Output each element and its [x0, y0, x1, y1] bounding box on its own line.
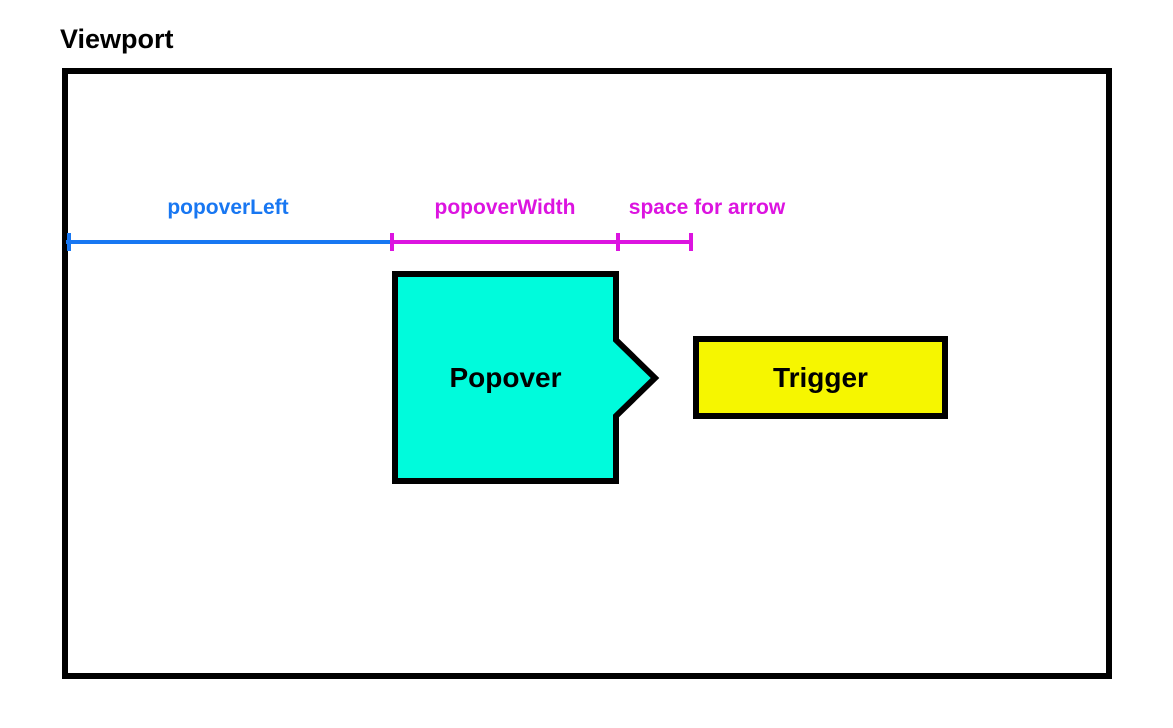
popover-width-measure-line	[392, 240, 618, 244]
space-for-arrow-end-tick	[689, 233, 693, 251]
popover-left-measure-line	[66, 240, 392, 244]
popover-shape	[392, 271, 660, 484]
space-for-arrow-measure-label: space for arrow	[628, 196, 786, 219]
trigger-box-label: Trigger	[773, 361, 868, 393]
popover-left-measure-label: popoverLeft	[167, 196, 289, 219]
viewport-label: Viewport	[60, 24, 174, 54]
popover-box-label: Popover	[449, 361, 562, 393]
trigger-box: Trigger	[693, 336, 948, 419]
viewport-box	[62, 68, 1112, 679]
space-for-arrow-measure-line	[618, 240, 692, 244]
popover-width-measure-label: popoverWidth	[434, 196, 576, 219]
popover-arrow-outline	[392, 271, 660, 484]
popover-left-start-tick	[67, 233, 71, 251]
